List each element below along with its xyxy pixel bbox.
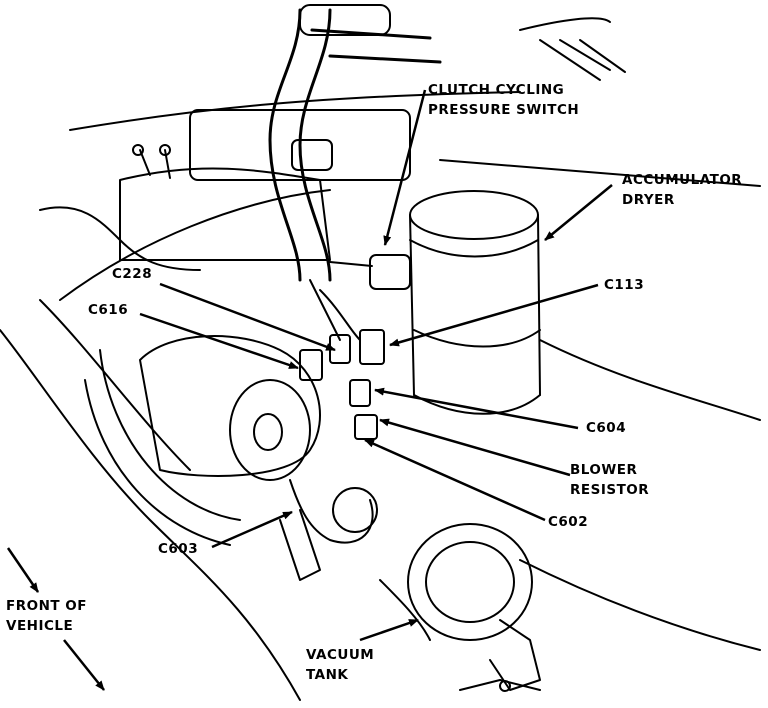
- label-c602: C602: [548, 514, 589, 530]
- label-accumulator-dryer: ACCUMULATOR DRYER: [622, 172, 743, 208]
- inner-fender: [0, 329, 301, 701]
- lower-right-line: [519, 559, 761, 651]
- blower-motor: [139, 335, 321, 477]
- leader-c228: [159, 282, 336, 352]
- label-c603: C603: [158, 541, 199, 557]
- leader-c616: [139, 312, 299, 370]
- leader-vacuum-tank: [359, 618, 419, 642]
- leader-clutch-switch: [383, 89, 427, 246]
- hose-clamp: [291, 139, 333, 171]
- label-c616: C616: [88, 302, 129, 318]
- label-c604: C604: [586, 420, 627, 436]
- inner-fender-2: [39, 299, 191, 471]
- vacuum-tank: [407, 523, 533, 641]
- front-of-vehicle-arrow-top: [6, 547, 40, 593]
- leader-c602: [364, 438, 546, 522]
- leader-c603: [211, 510, 293, 549]
- front-of-vehicle-arrow-bottom: [63, 639, 105, 691]
- leader-c604: [374, 387, 579, 430]
- fender-line-right: [439, 159, 761, 187]
- pressure-switch: [369, 254, 411, 290]
- label-vacuum-tank: VACUUM TANK: [306, 647, 375, 683]
- heater-hose: [268, 8, 302, 282]
- label-c113: C113: [604, 277, 645, 293]
- label-clutch-cycling-pressure-switch: CLUTCH CYCLING PRESSURE SWITCH: [428, 82, 580, 118]
- leader-blower-resistor: [379, 418, 571, 477]
- right-body-line: [539, 339, 761, 421]
- leader-accumulator: [544, 184, 613, 241]
- fender-line-lower: [59, 189, 331, 301]
- label-c228: C228: [112, 266, 153, 282]
- label-blower-resistor: BLOWER RESISTOR: [570, 462, 650, 498]
- accumulator-dryer-top: [409, 190, 539, 240]
- leader-c113: [389, 283, 599, 347]
- label-front-of-vehicle: FRONT OF VEHICLE: [6, 598, 87, 634]
- fender-line-upper: [69, 91, 521, 131]
